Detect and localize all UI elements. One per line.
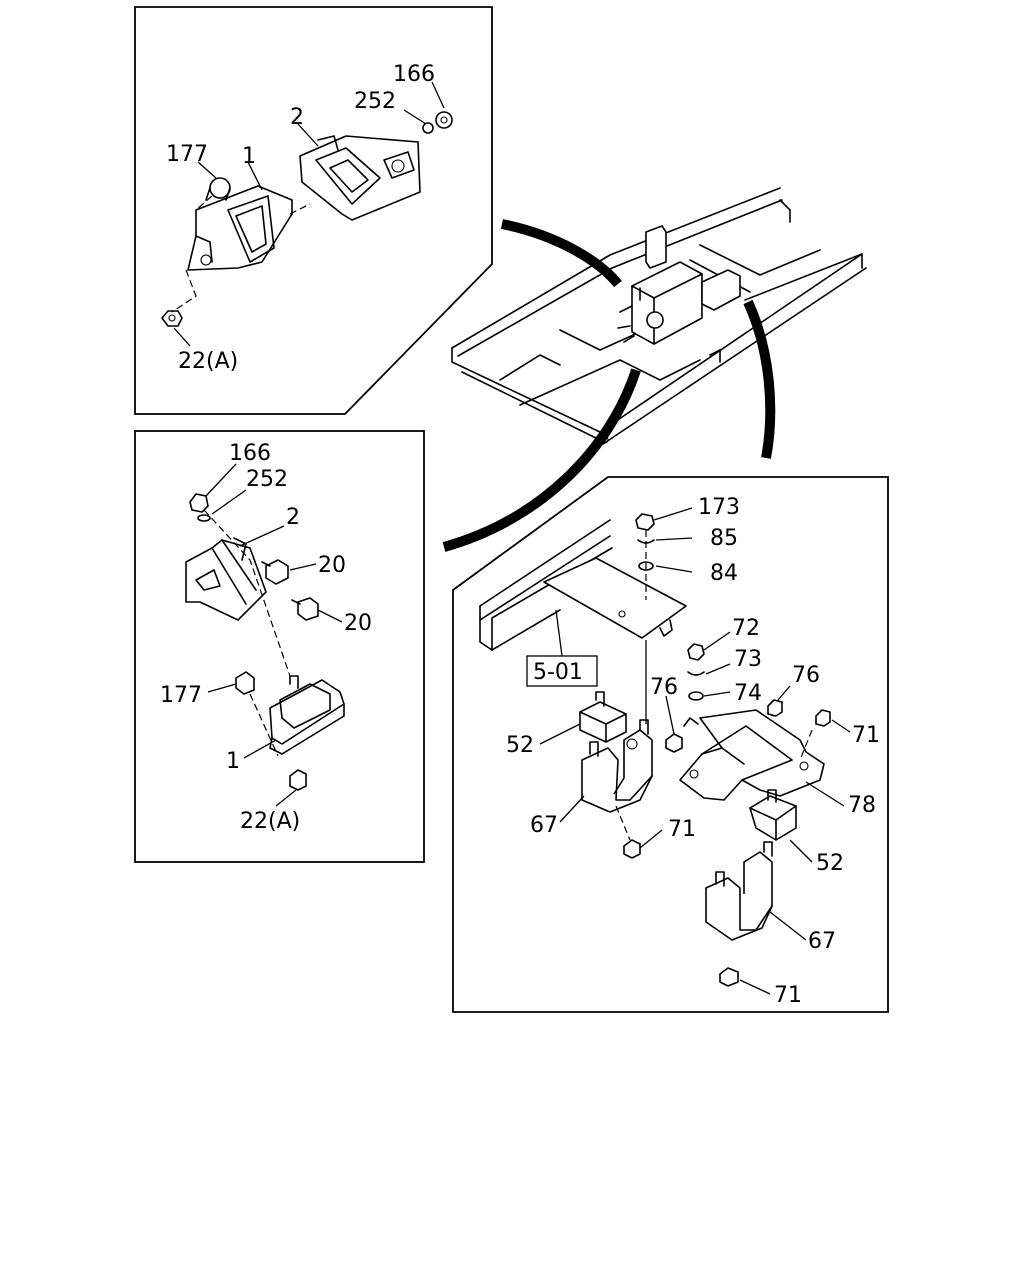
callout-177-top: 177 <box>166 142 208 167</box>
callout-1-mid: 1 <box>226 749 240 774</box>
callout-22a-mid: 22(A) <box>240 809 300 834</box>
callout-20-mid-upper: 20 <box>318 553 346 578</box>
callout-52-right: 52 <box>816 851 844 876</box>
callout-166-top: 166 <box>393 62 435 87</box>
right-detail-frame <box>452 476 889 1013</box>
top-left-leader-lines <box>173 81 445 347</box>
middle-left-mount-assembly <box>185 493 345 791</box>
callout-67-left: 67 <box>530 813 558 838</box>
right-leader-lines <box>539 507 851 995</box>
callout-72: 72 <box>732 616 760 641</box>
top-left-detail-frame <box>134 6 493 415</box>
callout-20-mid-lower: 20 <box>344 611 372 636</box>
right-mount-assembly <box>479 513 831 987</box>
callout-166-mid: 166 <box>229 441 271 466</box>
callout-73: 73 <box>734 647 762 672</box>
callout-2-mid: 2 <box>286 505 300 530</box>
callout-22a-top: 22(A) <box>178 349 238 374</box>
callout-252-mid: 252 <box>246 467 288 492</box>
callout-67-right: 67 <box>808 929 836 954</box>
callout-71-bottom: 71 <box>774 983 802 1008</box>
callout-arc-middle-left <box>442 368 641 552</box>
callout-52-left: 52 <box>506 733 534 758</box>
vehicle-chassis-frame <box>451 187 867 447</box>
reference-box-5-01 <box>526 655 598 687</box>
callout-arc-top-left <box>500 219 622 288</box>
callout-177-mid: 177 <box>160 683 202 708</box>
callout-84: 84 <box>710 561 738 586</box>
callout-arc-right <box>743 299 776 459</box>
callout-85: 85 <box>710 526 738 551</box>
callout-71-middle: 71 <box>668 817 696 842</box>
callout-76-right: 76 <box>792 663 820 688</box>
top-left-mount-assembly <box>161 111 453 327</box>
middle-left-detail-frame <box>134 430 425 863</box>
reference-label-5-01: 5-01 <box>533 660 583 685</box>
callout-1-top: 1 <box>242 144 256 169</box>
callout-173: 173 <box>698 495 740 520</box>
middle-left-leader-lines <box>205 463 343 807</box>
callout-71-upper: 71 <box>852 723 880 748</box>
callout-2-top: 2 <box>290 105 304 130</box>
callout-76-left: 76 <box>650 675 678 700</box>
callout-252-top: 252 <box>354 89 396 114</box>
callout-74: 74 <box>734 681 762 706</box>
callout-78: 78 <box>848 793 876 818</box>
